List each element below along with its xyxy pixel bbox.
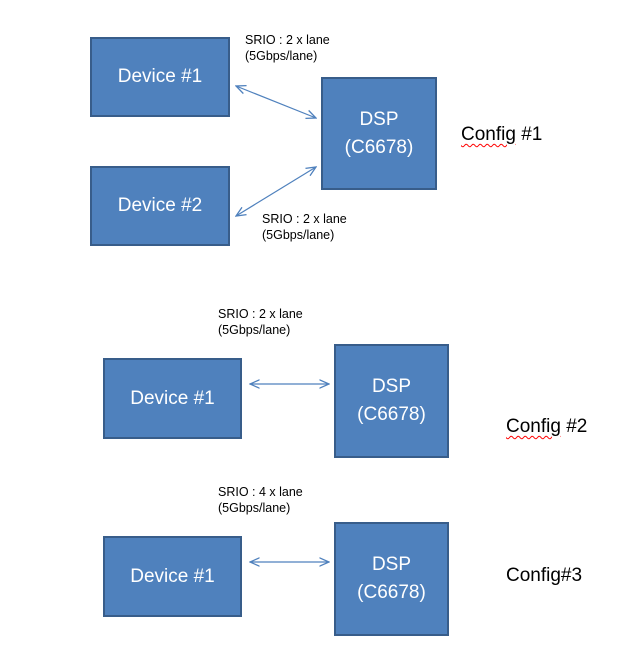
config1-device1-box: Device #1 (90, 37, 230, 117)
config2-link-lanes: SRIO : 2 x lane (218, 307, 303, 321)
config3-title: Config#3 (506, 565, 582, 587)
config2-link-note: SRIO : 2 x lane (5Gbps/lane) (218, 306, 303, 338)
config1-link2-lanes: SRIO : 2 x lane (262, 212, 347, 226)
config3-dsp-model: (C6678) (357, 582, 426, 603)
config2-dsp-label: DSP (371, 376, 412, 397)
config1-dsp-box: DSP (C6678) (321, 77, 437, 190)
config1-link2-rate: (5Gbps/lane) (262, 228, 335, 242)
config1-title-number: #1 (515, 124, 543, 145)
config2-device1-label: Device #1 (130, 387, 215, 409)
config3-link-note: SRIO : 4 x lane (5Gbps/lane) (218, 484, 303, 516)
config1-link2-note: SRIO : 2 x lane (5Gbps/lane) (262, 211, 347, 243)
config3-dsp-box: DSP (C6678) (334, 522, 449, 636)
config2-title: Config #2 (506, 416, 587, 438)
config1-link1-note: SRIO : 2 x lane (5Gbps/lane) (245, 32, 330, 64)
config3-device1-box: Device #1 (103, 536, 242, 617)
config1-link1-rate: (5Gbps/lane) (245, 49, 318, 63)
config1-device1-label: Device #1 (117, 66, 203, 87)
config3-dsp-label: DSP (371, 554, 412, 575)
config1-link1-lanes: SRIO : 2 x lane (245, 33, 330, 47)
config1-device1-dsp-arrow (236, 86, 316, 118)
config1-device2-dsp-arrow (236, 167, 316, 216)
config1-dsp-model: (C6678) (344, 136, 414, 158)
config2-dsp-model: (C6678) (357, 404, 426, 425)
config1-title: Config #1 (461, 124, 542, 146)
config3-title-label: Config#3 (506, 565, 583, 586)
config1-device2-label: Device #2 (117, 195, 203, 216)
config2-device1-box: Device #1 (103, 358, 242, 439)
config3-link-rate: (5Gbps/lane) (218, 501, 291, 515)
config3-device1-label: Device #1 (130, 565, 215, 587)
config2-dsp-box: DSP (C6678) (334, 344, 449, 458)
config2-title-number: #2 (560, 416, 588, 437)
config1-device2-box: Device #2 (90, 166, 230, 246)
config2-link-rate: (5Gbps/lane) (218, 323, 291, 337)
config1-title-word: Config (461, 124, 516, 145)
config2-title-word: Config (506, 416, 561, 437)
config1-dsp-label: DSP (359, 108, 399, 130)
config3-link-lanes: SRIO : 4 x lane (218, 485, 303, 499)
